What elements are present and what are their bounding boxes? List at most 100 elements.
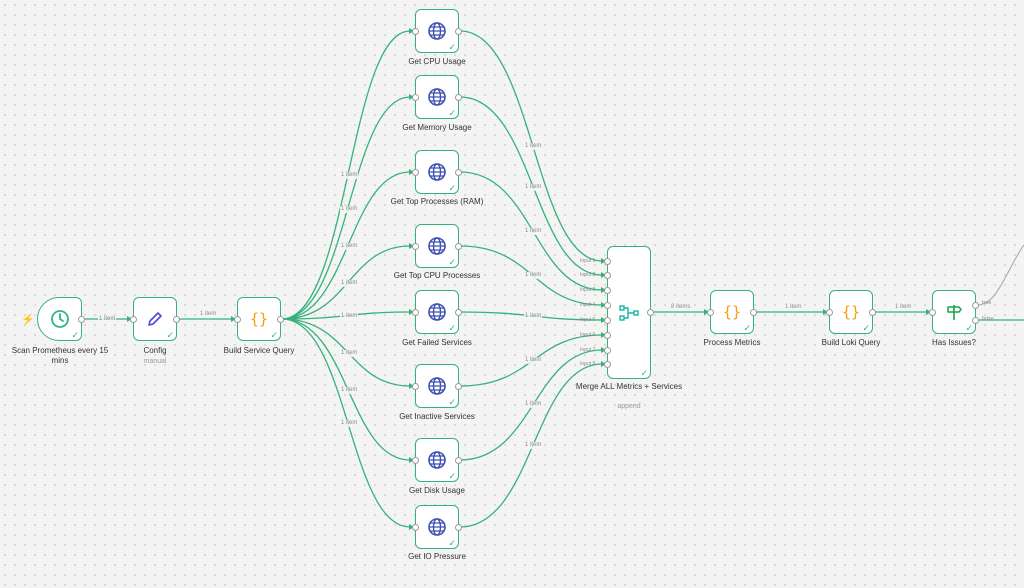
globe-icon — [416, 291, 458, 333]
node-get-memory-usage[interactable]: ✓ — [412, 75, 462, 119]
output-port[interactable] — [277, 316, 284, 323]
edge-arrowhead — [601, 361, 606, 367]
edge-arrowhead — [231, 316, 236, 322]
edge-label: 1 item — [340, 243, 359, 250]
edge-arrowhead — [409, 309, 414, 315]
globe-icon — [416, 225, 458, 267]
input-port-6[interactable] — [604, 332, 611, 339]
output-port-false[interactable] — [972, 317, 979, 324]
edge-arrowhead — [926, 309, 931, 315]
success-check-icon: ✓ — [448, 183, 456, 193]
node-label-loki: Build Loki Query — [821, 338, 881, 347]
node-scan-prometheus[interactable]: ✓ — [37, 297, 85, 341]
output-port-true[interactable] — [972, 302, 979, 309]
input-port[interactable] — [130, 316, 137, 323]
output-port[interactable] — [647, 309, 654, 316]
node-label-disk: Get Disk Usage — [408, 486, 466, 495]
edge-label: 1 item — [524, 357, 543, 364]
input-port[interactable] — [412, 28, 419, 35]
node-has-issues[interactable]: ✓ — [929, 290, 979, 334]
code-braces-icon: {} — [711, 291, 753, 333]
output-port[interactable] — [455, 94, 462, 101]
input-port[interactable] — [412, 94, 419, 101]
edge-arrowhead — [601, 258, 606, 264]
edge-label: 1 item — [199, 311, 218, 318]
node-label-build-service: Build Service Query — [223, 346, 295, 355]
output-port[interactable] — [455, 383, 462, 390]
globe-icon — [416, 365, 458, 407]
svg-text:{}: {} — [250, 310, 268, 328]
input-port[interactable] — [412, 309, 419, 316]
input-port-5[interactable] — [604, 317, 611, 324]
node-get-top-processes[interactable]: ✓ — [412, 150, 462, 194]
node-merge-all[interactable]: ✓ — [604, 246, 654, 379]
node-get-inactive-services[interactable]: ✓ — [412, 364, 462, 408]
node-config[interactable]: ✓ — [130, 297, 180, 341]
input-port-4[interactable] — [604, 302, 611, 309]
output-port[interactable] — [455, 243, 462, 250]
output-port[interactable] — [455, 524, 462, 531]
input-port[interactable] — [412, 383, 419, 390]
merge-input-label-6: Input 6 — [580, 332, 596, 338]
node-get-io-pressure[interactable]: ✓ — [412, 505, 462, 549]
node-get-cpu-usage[interactable]: ✓ — [412, 9, 462, 53]
output-port[interactable] — [869, 309, 876, 316]
input-port[interactable] — [234, 316, 241, 323]
input-port[interactable] — [826, 309, 833, 316]
output-port[interactable] — [455, 457, 462, 464]
output-port[interactable] — [173, 316, 180, 323]
input-port[interactable] — [412, 243, 419, 250]
globe-icon — [416, 76, 458, 118]
output-port[interactable] — [750, 309, 757, 316]
output-port[interactable] — [78, 316, 85, 323]
svg-text:{}: {} — [842, 303, 860, 321]
edge-label: 1 item — [524, 184, 543, 191]
node-label-cpu: Get CPU Usage — [408, 57, 466, 66]
success-check-icon: ✓ — [448, 323, 456, 333]
edge-arrowhead — [823, 309, 828, 315]
input-port-3[interactable] — [604, 287, 611, 294]
edge-label: 1 item — [340, 206, 359, 213]
output-port[interactable] — [455, 169, 462, 176]
input-port-8[interactable] — [604, 361, 611, 368]
output-label-true: true — [982, 300, 992, 306]
globe-icon — [416, 506, 458, 548]
edge-label: 1 item — [524, 143, 543, 150]
node-get-failed-services[interactable]: ✓ — [412, 290, 462, 334]
edge-arrowhead — [409, 457, 414, 463]
output-port[interactable] — [455, 309, 462, 316]
success-check-icon: ✓ — [448, 397, 456, 407]
success-check-icon: ✓ — [448, 471, 456, 481]
input-port[interactable] — [929, 309, 936, 316]
node-label-io: Get IO Pressure — [408, 552, 466, 561]
trigger-bolt-icon: ⚡ — [21, 314, 35, 326]
node-label-memory: Get Memory Usage — [402, 123, 472, 132]
node-label-process: Process Metrics — [703, 338, 761, 347]
node-build-service-query[interactable]: {} ✓ — [234, 297, 284, 341]
edge-label: 1 item — [524, 228, 543, 235]
node-process-metrics[interactable]: {} ✓ — [707, 290, 757, 334]
edge-label: 1 item — [524, 401, 543, 408]
branch-true-edge — [976, 244, 1024, 306]
edge-label: 1 item — [340, 280, 359, 287]
input-port[interactable] — [412, 524, 419, 531]
input-port-2[interactable] — [604, 272, 611, 279]
node-get-top-cpu-processes[interactable]: ✓ — [412, 224, 462, 268]
globe-icon — [416, 439, 458, 481]
merge-input-label-5: Input 5 — [580, 317, 596, 323]
input-port[interactable] — [707, 309, 714, 316]
node-build-loki-query[interactable]: {} ✓ — [826, 290, 876, 334]
edge-arrowhead — [409, 94, 414, 100]
code-braces-icon: {} — [238, 298, 280, 340]
edge-label: 1 item — [340, 420, 359, 427]
input-port-7[interactable] — [604, 347, 611, 354]
input-port[interactable] — [412, 457, 419, 464]
input-port[interactable] — [412, 169, 419, 176]
node-sub-config: manual — [143, 358, 167, 365]
success-check-icon: ✓ — [166, 330, 174, 340]
input-port-1[interactable] — [604, 258, 611, 265]
output-port[interactable] — [455, 28, 462, 35]
edge-label: 1 item — [340, 172, 359, 179]
edge-label: 1 item — [98, 316, 117, 323]
node-get-disk-usage[interactable]: ✓ — [412, 438, 462, 482]
